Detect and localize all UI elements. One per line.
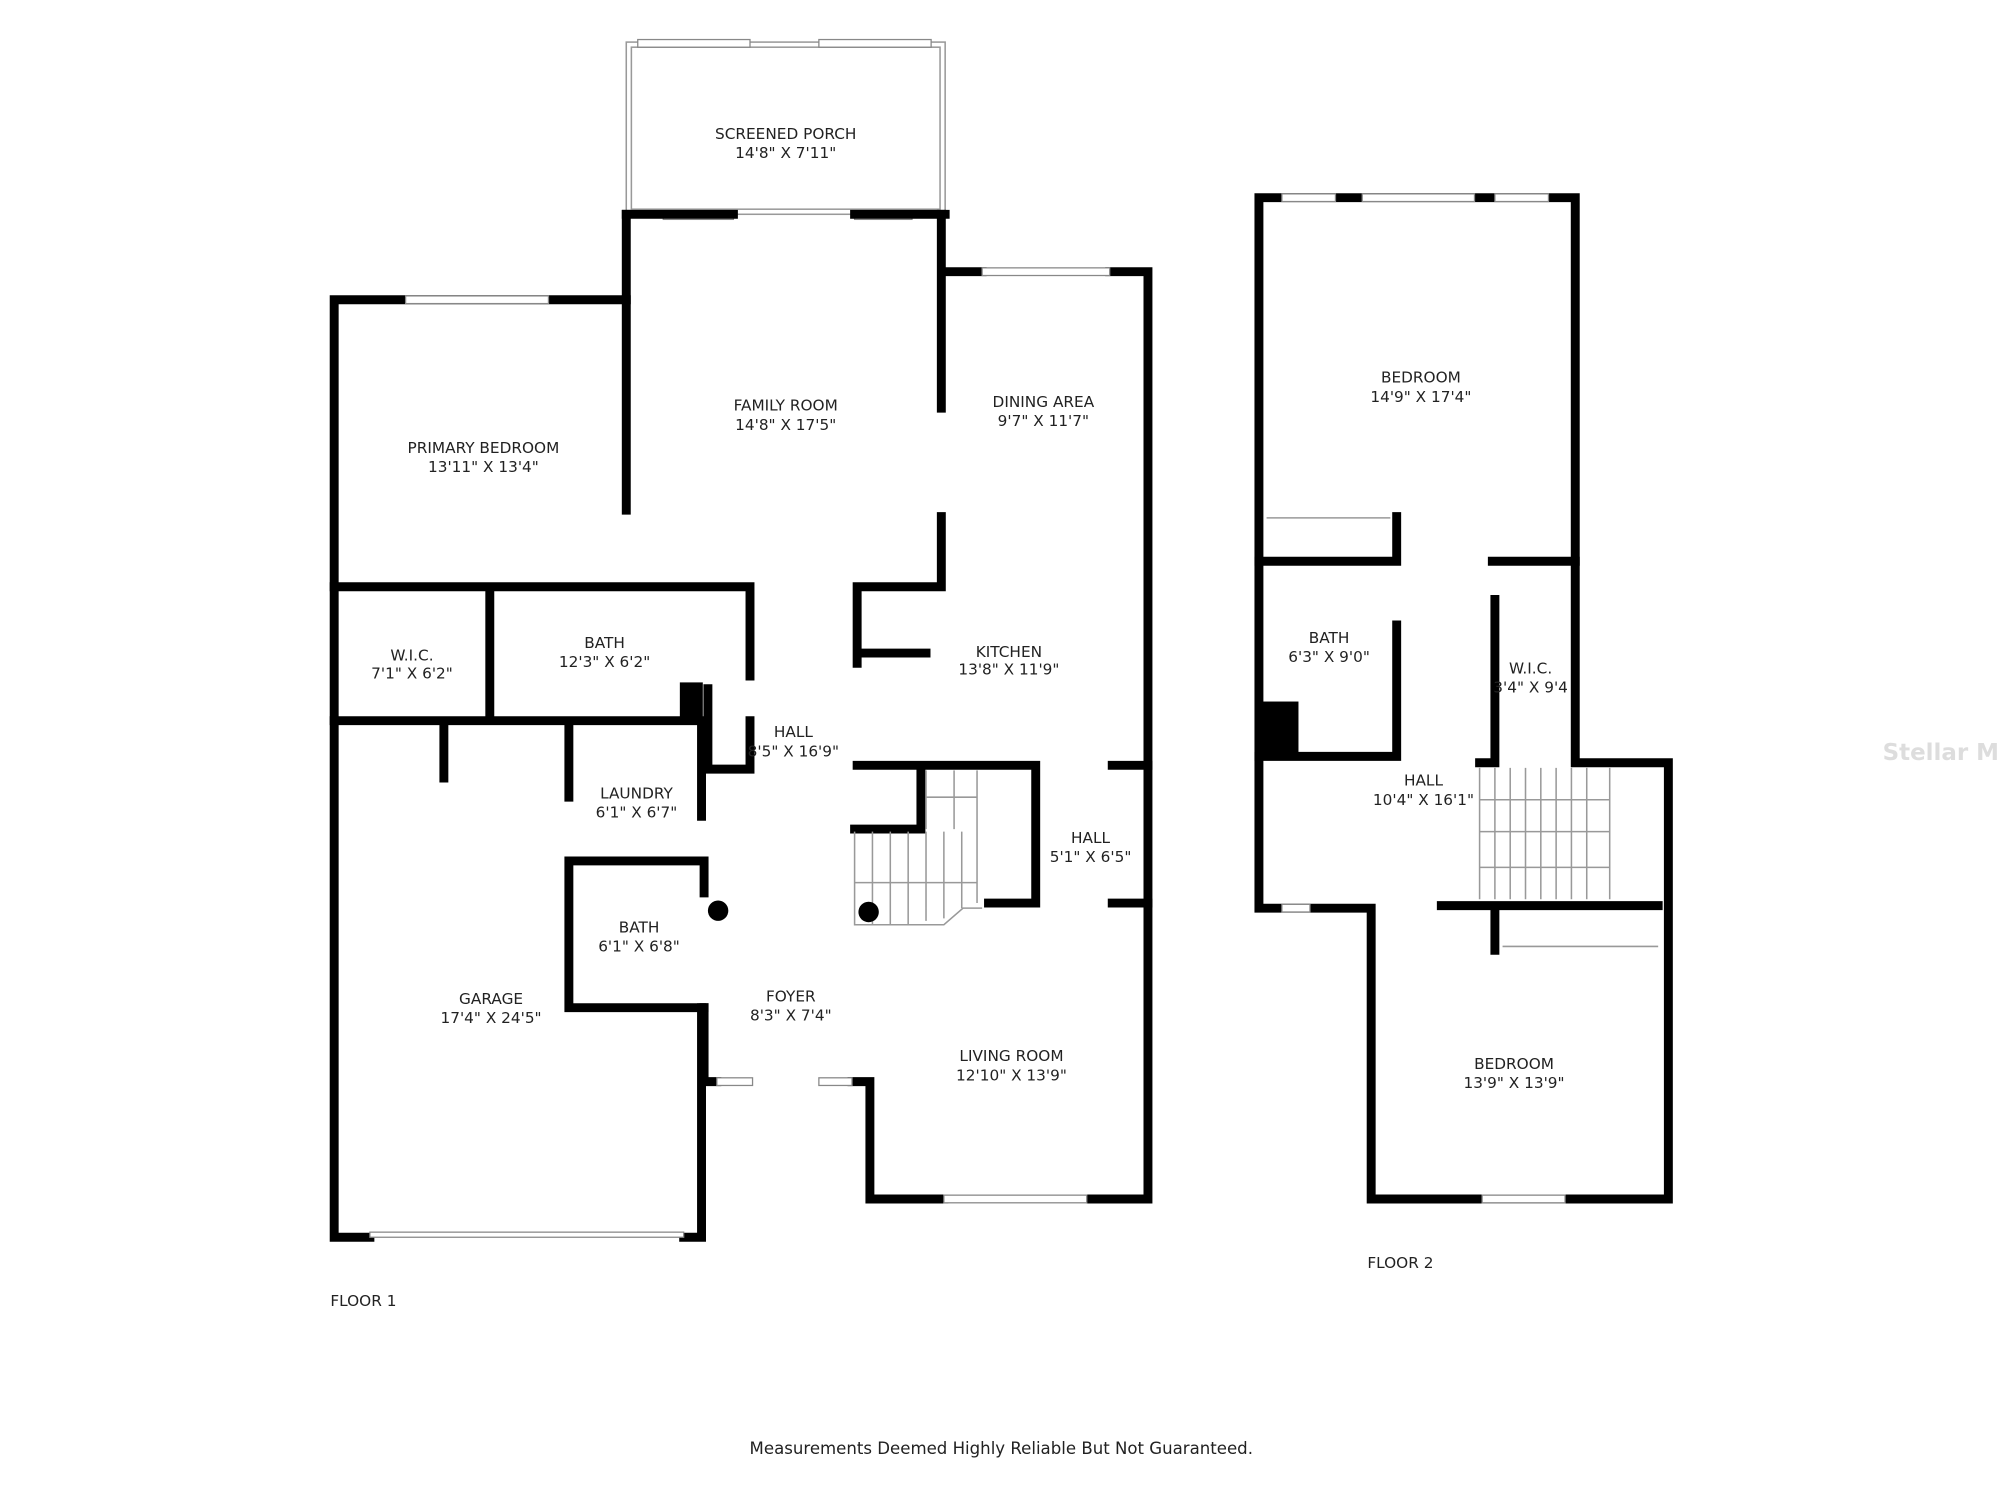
room-size: 13'11" X 13'4" [428, 458, 539, 476]
room-size: 14'8" X 7'11" [735, 144, 836, 162]
room-name: HALL [1071, 829, 1110, 847]
room-size: 5'1" X 6'5" [1050, 848, 1132, 866]
room-name: DINING AREA [993, 393, 1095, 411]
floor-1-stairs [853, 770, 983, 926]
post-icon [858, 901, 879, 923]
room-size: 9'7" X 11'7" [998, 412, 1089, 430]
room-name: BEDROOM [1474, 1055, 1554, 1073]
floor-2-windows [1266, 193, 1659, 1204]
floor-1-plan: SCREENED PORCH 14'8" X 7'11" FAMILY ROOM… [329, 38, 1153, 1310]
room-name: BEDROOM [1381, 369, 1461, 387]
floor-1-room-labels: SCREENED PORCH 14'8" X 7'11" FAMILY ROOM… [371, 125, 1131, 1084]
room-name: BATH [1309, 629, 1350, 647]
room-size: 6'1" X 6'7" [596, 804, 678, 822]
room-size: 7'1" X 6'2" [371, 665, 453, 683]
floor-2-walls [1254, 193, 1673, 1204]
room-name: W.I.C. [1509, 659, 1552, 677]
room-name: KITCHEN [976, 643, 1042, 661]
room-size: 13'8" X 11'9" [958, 661, 1059, 679]
room-size: 14'8" X 17'5" [735, 416, 836, 434]
room-name: BATH [619, 918, 660, 936]
column [1262, 701, 1299, 757]
room-size: 13'9" X 13'9" [1463, 1074, 1564, 1092]
floor-2-label: FLOOR 2 [1367, 1254, 1433, 1272]
floor-2-stairs [1478, 767, 1611, 900]
room-size: 17'4" X 24'5" [441, 1009, 542, 1027]
floor-1-windows [369, 267, 1111, 1238]
room-name: LAUNDRY [600, 784, 673, 802]
floor-1-label: FLOOR 1 [330, 1292, 396, 1310]
room-size: 6'1" X 6'8" [598, 938, 680, 956]
floor-2-room-labels: BEDROOM 14'9" X 17'4" BATH 6'3" X 9'0" W… [1288, 369, 1568, 1092]
water-heater-icon [707, 900, 729, 921]
room-name: FAMILY ROOM [734, 397, 838, 415]
room-size: 8'5" X 16'9" [748, 742, 839, 760]
room-name: W.I.C. [390, 647, 433, 665]
room-name: LIVING ROOM [959, 1047, 1063, 1065]
room-size: 6'3" X 9'0" [1288, 648, 1370, 666]
disclaimer: Measurements Deemed Highly Reliable But … [750, 1439, 1253, 1458]
room-name: GARAGE [459, 990, 523, 1008]
room-name: BATH [584, 634, 625, 652]
room-size: 12'10" X 13'9" [956, 1066, 1067, 1084]
watermark: Stellar MLS [1883, 740, 2000, 766]
room-name: FOYER [766, 987, 816, 1005]
room-name: SCREENED PORCH [715, 125, 856, 143]
room-size: 12'3" X 6'2" [559, 653, 650, 671]
floor-2-plan: BEDROOM 14'9" X 17'4" BATH 6'3" X 9'0" W… [1254, 193, 1673, 1272]
room-size: 8'3" X 7'4" [750, 1006, 832, 1024]
floor-1-walls [329, 209, 1153, 1242]
room-name: HALL [1404, 772, 1443, 790]
room-name: HALL [774, 723, 813, 741]
room-size: 14'9" X 17'4" [1370, 388, 1471, 406]
room-size: 10'4" X 16'1" [1373, 791, 1474, 809]
room-size: 3'4" X 9'4 [1493, 679, 1568, 697]
column [679, 682, 703, 719]
room-name: PRIMARY BEDROOM [408, 439, 560, 457]
